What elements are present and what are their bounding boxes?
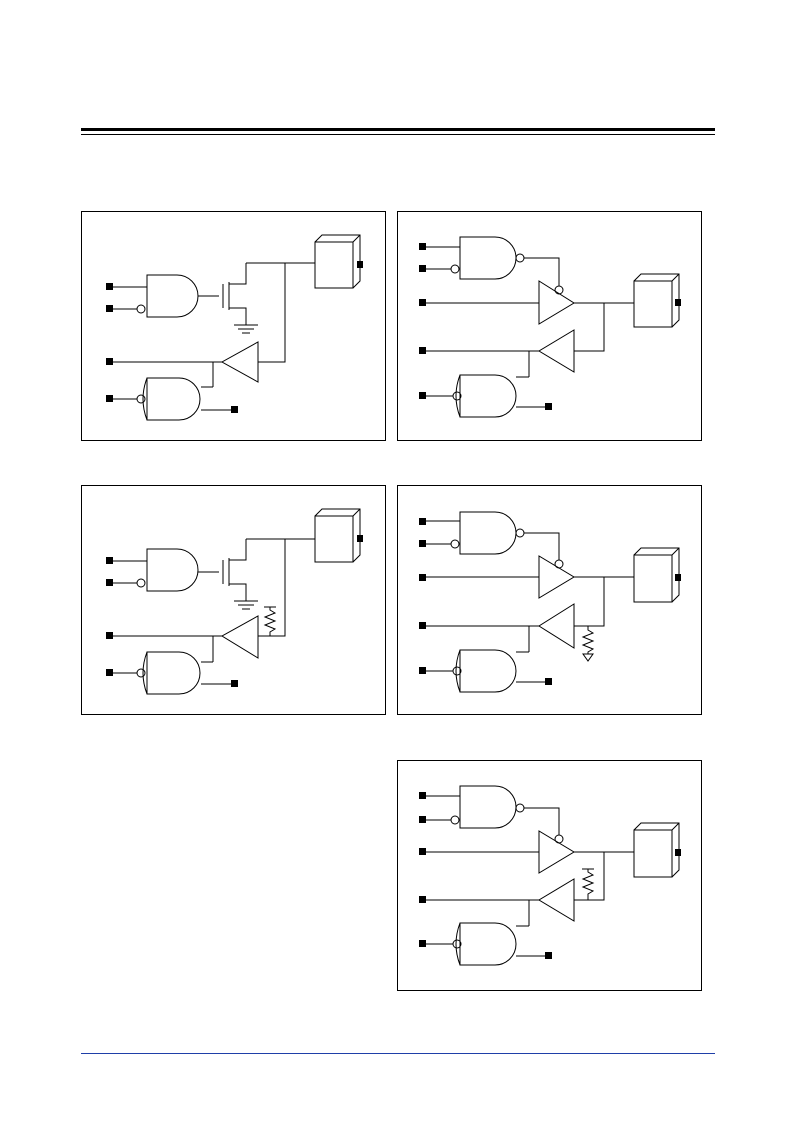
diagram-push-pull-pull-down [397,485,702,715]
pad-icon [419,848,426,855]
schematic-open-drain-pull-up [106,508,363,695]
pad-icon [106,305,113,312]
pad-icon [419,622,426,629]
footer-rule [81,1053,715,1054]
and-gate-icon [450,236,525,280]
pad-icon [106,579,113,586]
pad-icon [357,261,363,268]
nmos-transistor-icon [222,539,247,601]
pad-box-icon [314,508,361,563]
pad-box-icon [633,547,680,603]
pad-icon [419,299,426,306]
pad-icon [419,816,426,823]
pad-icon [419,792,426,799]
pad-icon [419,574,426,581]
buffer-triangle-icon [538,329,575,373]
schematic-open-drain [106,234,363,421]
diagram-open-drain-pull-up [81,485,386,715]
pad-icon [419,940,426,947]
resistor-icon [581,626,595,654]
buffer-triangle-icon [538,555,575,599]
schematic-push-pull-pull-down [419,511,681,693]
pad-icon [419,392,426,399]
and-gate-icon [136,651,201,695]
diagram-push-pull [397,211,702,441]
schematic-push-pull [419,236,681,418]
pad-icon [231,680,238,687]
and-gate-icon [452,922,517,966]
and-gate-icon [136,377,201,421]
resistor-icon [263,606,277,636]
buffer-triangle-icon [538,280,575,325]
nmos-transistor-icon [222,263,247,325]
and-gate-icon [450,511,525,555]
pad-icon [675,849,681,856]
header-rule-thick [81,128,715,131]
and-gate-icon [452,374,517,418]
pad-icon [419,896,426,903]
ground-icon [234,324,258,334]
ground-icon [234,600,258,610]
pad-icon [106,632,113,639]
pad-icon [231,406,238,413]
pad-icon [419,265,426,272]
pad-icon [106,557,113,564]
pad-icon [106,395,113,402]
pad-icon [545,952,552,959]
pad-icon [419,518,426,525]
pad-icon [106,669,113,676]
pad-icon [419,243,426,250]
pad-box-icon [633,822,680,878]
pad-icon [675,574,681,581]
pad-icon [419,347,426,354]
pad-box-icon [633,273,680,328]
and-gate-icon [136,274,199,318]
and-gate-icon [136,548,199,592]
pad-box-icon [314,234,361,289]
pad-icon [106,358,113,365]
buffer-triangle-icon [538,603,575,649]
pad-icon [545,678,552,685]
buffer-triangle-icon [538,878,575,922]
pad-icon [419,540,426,547]
pad-icon [545,403,552,410]
and-gate-icon [450,785,525,829]
pad-icon [419,667,426,674]
pad-icon [675,299,681,306]
header-rule-thin [81,134,715,135]
ground-icon [582,653,594,662]
diagram-open-drain [81,211,386,441]
diagram-push-pull-pull-up [397,760,702,991]
buffer-triangle-icon [221,615,259,659]
pad-icon [106,283,113,290]
pad-icon [357,535,363,542]
schematic-push-pull-pull-up [419,785,681,966]
buffer-triangle-icon [538,830,575,874]
and-gate-icon [452,649,517,693]
buffer-triangle-icon [220,341,259,383]
resistor-icon [581,868,604,901]
